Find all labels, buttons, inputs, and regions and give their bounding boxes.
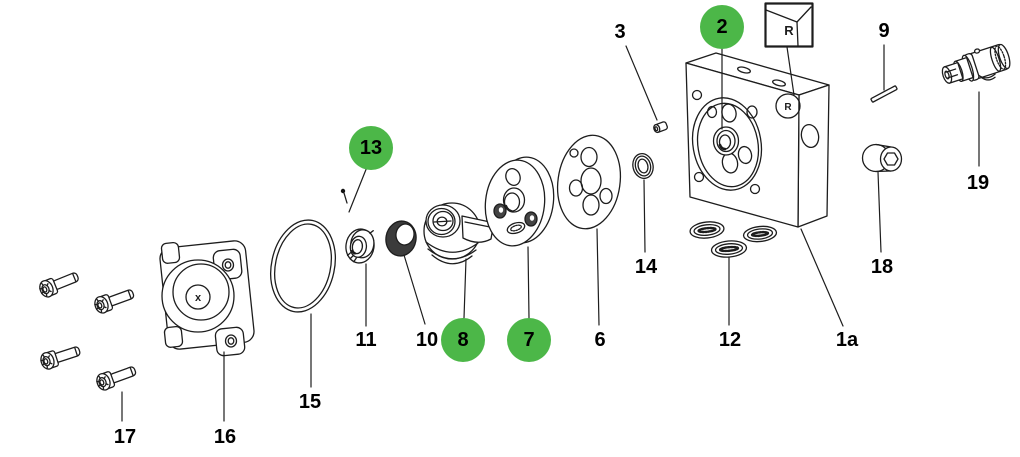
detail-box-r: R (764, 2, 814, 48)
detail-box-marking: R (784, 23, 794, 38)
part-label-6: 6 (594, 329, 606, 351)
housing-block-1a: R (685, 52, 830, 228)
part-marker-7[interactable]: 7 (507, 318, 551, 362)
end-cover-16: x (159, 240, 255, 357)
part-label-11: 11 (355, 329, 377, 351)
shaft-19 (941, 43, 1011, 84)
part-label-17: 17 (113, 426, 137, 448)
o-ring-15 (270, 219, 336, 313)
bushing-18 (861, 143, 903, 173)
part-label-15: 15 (298, 391, 322, 413)
part-label-9: 9 (878, 20, 890, 42)
part-label-16: 16 (213, 426, 237, 448)
pin-3 (653, 121, 668, 134)
pin-13 (340, 188, 348, 204)
cover-center-marking: x (195, 292, 202, 304)
ring-14 (632, 152, 654, 180)
part-marker-2[interactable]: 2 (700, 5, 744, 49)
part-label-12: 12 (718, 329, 742, 351)
part-marker-13[interactable]: 13 (349, 126, 393, 170)
valve-plate-6 (556, 134, 622, 230)
rotor-8 (423, 202, 494, 265)
part-label-18: 18 (870, 256, 894, 278)
part-label-1a: 1a (835, 329, 859, 351)
part-marker-8[interactable]: 8 (441, 318, 485, 362)
screws-17 (36, 267, 139, 393)
pin-9 (870, 85, 898, 103)
part-label-10: 10 (415, 329, 439, 351)
pump-disc-7 (484, 156, 555, 247)
part-label-14: 14 (634, 256, 658, 278)
seal-11 (345, 228, 375, 264)
part-label-19: 19 (966, 172, 990, 194)
o-rings-12 (689, 221, 778, 258)
part-label-3: 3 (614, 21, 626, 43)
bearing-ring-10 (385, 220, 417, 257)
leader-lines (121, 44, 980, 422)
block-stamp-marking: R (784, 102, 792, 113)
